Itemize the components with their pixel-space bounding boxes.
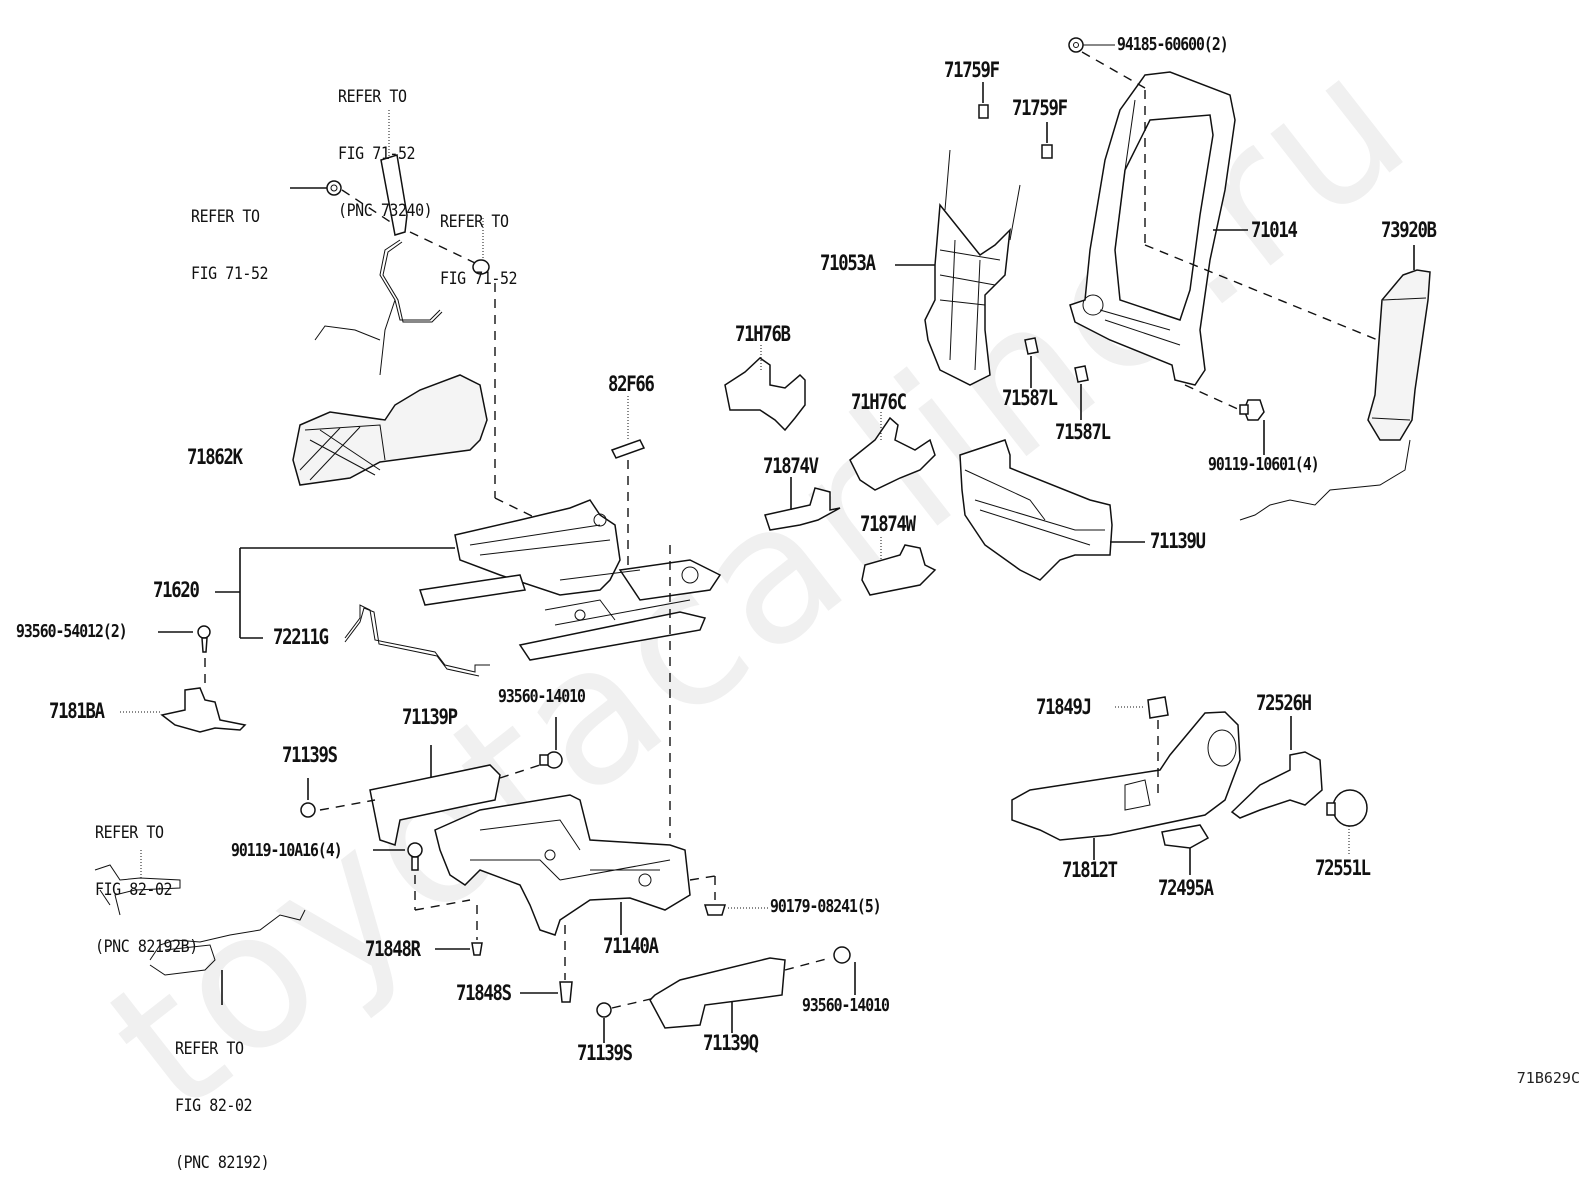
side-shield-drawing xyxy=(1011,711,1241,841)
part-label-71587L[interactable]: 71587L xyxy=(1002,386,1058,410)
reference-note-right-washer: REFER TO FIG 71-52 xyxy=(440,175,518,308)
reference-line: (PNC 82192B) xyxy=(95,937,198,957)
reference-line: FIG 82-02 xyxy=(175,1096,253,1116)
part-label-71139S[interactable]: 71139S xyxy=(282,743,338,767)
reference-note-harness-b: REFER TO FIG 82-02 (PNC 82192B) xyxy=(95,786,198,976)
part-label-71139Q[interactable]: 71139Q xyxy=(703,1031,759,1055)
part-label-71849J[interactable]: 71849J xyxy=(1036,695,1092,719)
part-label-90119-10601[interactable]: 90119-10601(4) xyxy=(1208,454,1320,475)
seatbelt-buckle-drawing xyxy=(290,110,490,376)
reference-line: REFER TO xyxy=(95,823,164,843)
part-label-71139P[interactable]: 71139P xyxy=(402,705,458,729)
part-label-93560-54012[interactable]: 93560-54012(2) xyxy=(16,621,128,642)
part-label-93560-14010[interactable]: 93560-14010 xyxy=(498,686,586,707)
reference-line: REFER TO xyxy=(440,212,509,232)
reference-line: FIG 71-52 xyxy=(191,264,269,284)
part-label-71759F[interactable]: 71759F xyxy=(1012,96,1068,120)
cushion-pan-drawing xyxy=(292,374,488,486)
reference-line: REFER TO xyxy=(191,207,260,227)
part-label-72211G[interactable]: 72211G xyxy=(273,625,329,649)
part-label-71848S[interactable]: 71848S xyxy=(456,981,512,1005)
part-label-71H76C[interactable]: 71H76C xyxy=(851,390,907,414)
part-label-71862K[interactable]: 71862K xyxy=(187,445,243,469)
seatback-spring-drawing xyxy=(924,149,1021,386)
part-label-90119-10A16[interactable]: 90119-10A16(4) xyxy=(231,840,343,861)
reference-line: FIG 71-52 xyxy=(440,269,518,289)
parts-diagram xyxy=(94,37,1431,1043)
part-label-71620[interactable]: 71620 xyxy=(153,578,200,602)
part-label-71139U[interactable]: 71139U xyxy=(1150,529,1206,553)
reference-line: REFER TO xyxy=(338,87,407,107)
reference-line: FIG 71-52 xyxy=(338,144,416,164)
part-label-71874W[interactable]: 71874W xyxy=(860,512,916,536)
seatback-frame-drawing xyxy=(1069,71,1236,386)
part-label-72551L[interactable]: 72551L xyxy=(1315,856,1371,880)
part-label-72495A[interactable]: 72495A xyxy=(1158,876,1214,900)
part-label-71874V[interactable]: 71874V xyxy=(763,454,819,478)
part-label-7181BA[interactable]: 7181BA xyxy=(49,699,105,723)
side-airbag-drawing xyxy=(1239,269,1431,521)
part-label-71053A[interactable]: 71053A xyxy=(820,251,876,275)
part-label-90179-08241[interactable]: 90179-08241(5) xyxy=(770,896,882,917)
seat-adjuster-drawing xyxy=(419,499,722,661)
reference-note-buckle: REFER TO FIG 71-52 (PNC 73240) xyxy=(338,50,433,240)
lifter-frame-drawing xyxy=(434,794,691,936)
reference-note-left-washer: REFER TO FIG 71-52 xyxy=(191,170,269,303)
figure-code: 71B629C xyxy=(1516,1069,1580,1087)
part-label-71812T[interactable]: 71812T xyxy=(1062,858,1118,882)
part-label-71014[interactable]: 71014 xyxy=(1251,218,1298,242)
part-label-71759F[interactable]: 71759F xyxy=(944,58,1000,82)
part-label-71587L[interactable]: 71587L xyxy=(1055,420,1111,444)
reference-note-harness: REFER TO FIG 82-02 (PNC 82192) xyxy=(175,1002,270,1192)
reference-line: REFER TO xyxy=(175,1039,244,1059)
part-label-71139S[interactable]: 71139S xyxy=(577,1041,633,1065)
reference-line: (PNC 82192) xyxy=(175,1153,270,1173)
part-label-71848R[interactable]: 71848R xyxy=(365,937,421,961)
part-label-72526H[interactable]: 72526H xyxy=(1256,691,1312,715)
reference-line: FIG 82-02 xyxy=(95,880,173,900)
reference-line: (PNC 73240) xyxy=(338,201,433,221)
part-label-71H76B[interactable]: 71H76B xyxy=(735,322,791,346)
part-label-93560-14010[interactable]: 93560-14010 xyxy=(802,995,890,1016)
part-label-94185-60600[interactable]: 94185-60600(2) xyxy=(1117,34,1229,55)
part-label-71140A[interactable]: 71140A xyxy=(603,934,659,958)
part-label-73920B[interactable]: 73920B xyxy=(1381,218,1437,242)
part-label-82F66[interactable]: 82F66 xyxy=(608,372,655,396)
